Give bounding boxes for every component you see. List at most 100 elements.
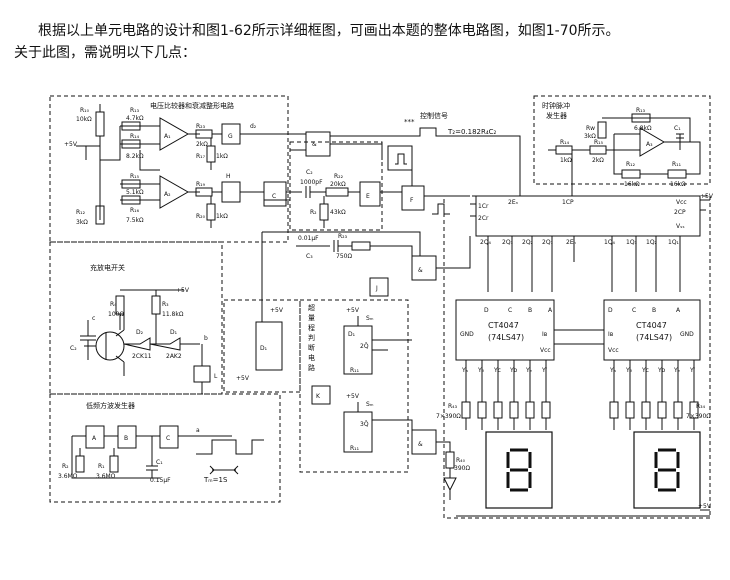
label-r23: R₂₃ [196,123,206,130]
label-a1: A₁ [164,133,171,140]
label-r43v: 7×390Ω [436,413,461,420]
label-ct-right: CT4047 [636,321,667,330]
amp-a2 [159,175,190,209]
svg-text:判: 判 [308,333,315,342]
label-ct-left-b: (74LS47) [488,333,524,342]
label-r40: R₄₀ [456,457,466,464]
label-yc-left: Yᴄ [493,367,501,374]
timing-block [289,141,383,231]
intro-text: 根据以上单元电路的设计和图1-62所示详细框图，可画出本题的整体电路图，如图1-… [14,20,719,64]
label-ye-right: Yₑ [673,367,681,374]
label-sm-1: Sₘ [366,315,374,322]
label-1q2: 1Q₂ [646,239,658,246]
label-sm-2: Sₘ [366,401,374,408]
label-ib-right: Iʙ [608,331,614,338]
label-r34: R₃₄ [696,403,706,410]
label-c1c: C₁ [674,125,681,132]
label-vplus5-d2: +5V [346,393,360,400]
label-1q1: 1Q₁ [668,239,680,246]
label-d-right: D [608,307,613,314]
tm-formula: Tₘ=1S [203,476,228,484]
svg-text:程: 程 [308,323,315,332]
label-ye-left: Yₑ [525,367,533,374]
label-and-1: & [418,267,423,274]
label-r40v: 390Ω [454,465,470,472]
label-and-2: & [418,441,423,448]
label-gate-b: B [124,435,128,442]
label-yd-left: Yᴅ [509,367,518,374]
label-r2b: R₂ [62,463,69,470]
charge-title: 充放电开关 [90,263,125,272]
label-yf-left: Yᶠ [541,367,548,374]
label-r2v: 43kΩ [330,209,346,216]
ff-c [263,181,287,207]
svg-text:电: 电 [308,353,315,362]
ff-e [359,181,381,207]
label-r3: R₃ [162,301,169,308]
label-r20: R₂₀ [196,213,206,220]
ff-q1 [255,321,283,371]
label-r2bv: 3.6MΩ [58,473,78,480]
ff-d2 [343,411,373,453]
seven-seg-right [633,431,701,509]
label-a-left: A [548,307,553,314]
label-gnd-right: GND [680,331,694,338]
seven-seg-left [485,431,553,509]
label-r22v: 20kΩ [330,181,346,188]
label-c2-cap: C₂ [70,345,77,352]
label-r14cv: 1kΩ [560,157,572,164]
label-r4: R₄ [110,301,117,308]
label-vplus5-charge: +5V [176,287,190,294]
label-d2dv: 2CK11 [132,353,152,360]
label-r2: R₂ [310,209,317,216]
label-d-left: D [484,307,489,314]
label-rwv: 3kΩ [584,133,596,140]
label-d1: D₁ [348,331,356,338]
label-b-right: B [652,307,656,314]
label-q1: D₁ [260,345,268,352]
label-r1v: 3.6MΩ [96,473,116,480]
label-d2: d₂ [250,123,257,130]
label-c-left: C [508,307,512,314]
label-r20v: 1kΩ [216,213,228,220]
label-vplus5-left: +5V [64,141,78,148]
gate-f [401,185,425,211]
label-8c: & [312,141,317,148]
gate-and-2 [411,429,437,455]
label-pin-a: a [196,427,200,434]
label-ff-g: G [228,133,233,140]
ff-d1 [343,325,373,375]
label-r16v: 7.5kΩ [126,217,144,224]
label-r3v: 11.8kΩ [162,311,184,318]
charge-block [49,241,223,395]
gate-lf-c [159,425,179,449]
label-q3: 3Q̄ [360,421,369,428]
counter-ic [475,195,701,237]
label-vplus5-bottom: +5V [698,503,712,510]
label-vplus5-d1: +5V [346,307,360,314]
label-r13v: 4.7kΩ [126,115,144,122]
label-r34v: 7×390Ω [686,413,711,420]
label-r12c: R₁₂ [626,161,636,168]
label-ya-right: Yₐ [609,367,616,374]
label-r17v: 1kΩ [216,153,228,160]
label-ya-left: Yₐ [461,367,468,374]
label-pin-b: b [204,335,208,342]
label-ff-c: C [272,193,276,200]
label-yc-right: Yᴄ [641,367,649,374]
label-2q1: 2Q₁ [542,239,554,246]
label-gate-a: A [92,435,97,442]
label-ff-e: E [366,193,370,200]
label-r14: R₁₄ [130,133,140,140]
label-r17: R₁₇ [196,153,206,160]
label-r23b: R₂₃ [338,233,348,240]
comparator-title: 电压比较器和衰减整形电路 [150,101,234,110]
label-r23bv: 750Ω [336,253,352,260]
label-r14c: R₁₄ [560,139,570,146]
label-vcc-top: Vᴄᴄ [676,199,687,206]
lowfreq-block [49,393,281,503]
label-rw: Rᴡ [586,125,595,132]
label-d1dv: 2AK2 [166,353,182,360]
relay-k [311,385,331,405]
gate-h [221,181,241,203]
